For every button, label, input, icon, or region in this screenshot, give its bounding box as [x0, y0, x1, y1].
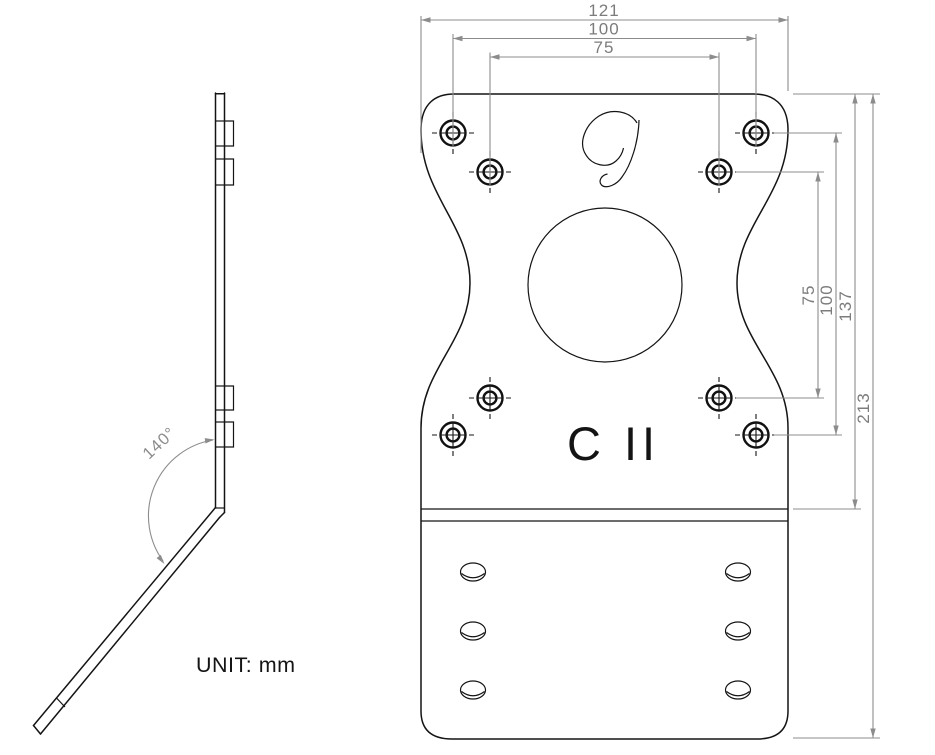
side-flange-edge-tick	[56, 697, 66, 708]
part-marking: C II	[567, 417, 660, 470]
vesa100-hole-bottom-right	[735, 414, 777, 456]
front-plate-outline	[420, 93, 789, 740]
front-view: C II	[420, 93, 789, 740]
flange-hole	[459, 680, 487, 700]
side-boss-4	[215, 421, 235, 448]
flange-hole	[724, 621, 752, 641]
dimension-label-213: 213	[854, 392, 873, 423]
side-view: 140° UNIT: mm	[32, 92, 296, 735]
flange-hole	[724, 680, 752, 700]
flange-hole	[459, 621, 487, 641]
flange-holes	[459, 562, 752, 700]
side-flange-lower-edge	[39, 516, 221, 735]
dimension-label-75: 75	[594, 38, 615, 57]
side-bend-chamfer	[218, 511, 226, 519]
side-boss-3	[215, 385, 235, 411]
dimension-label-100: 100	[588, 20, 619, 39]
dimension-label-100v: 100	[817, 284, 836, 315]
side-flange-upper-edge	[32, 506, 217, 727]
angle-dimension-label: 140°	[140, 424, 180, 463]
dimension-label-137: 137	[836, 290, 855, 321]
dimension-label-121: 121	[588, 1, 619, 20]
vesa100-hole-bottom-left	[432, 414, 474, 456]
angle-dimension: 140°	[140, 424, 215, 566]
dimension-top-121: 121	[420, 1, 789, 153]
unit-note: UNIT: mm	[196, 653, 296, 677]
side-flange-end-cap	[32, 724, 42, 735]
dimension-top-100: 100	[452, 20, 757, 147]
flange-hole	[724, 562, 752, 582]
dimension-top-75: 75	[489, 38, 720, 186]
vesa75-hole-bottom-left	[469, 377, 511, 419]
flange-hole	[459, 562, 487, 582]
brand-logo-g-icon	[582, 110, 640, 188]
dimension-label-75v: 75	[799, 285, 818, 306]
side-boss-2	[215, 158, 235, 186]
dimension-right-100: 100	[774, 132, 842, 436]
dimension-right-137: 137	[793, 93, 880, 510]
vesa75-hole-bottom-right	[698, 377, 740, 419]
dimension-right-75: 75	[736, 171, 824, 399]
side-boss-1	[215, 120, 235, 147]
dimension-right-213: 213	[793, 94, 880, 739]
center-bore-circle	[527, 207, 683, 363]
